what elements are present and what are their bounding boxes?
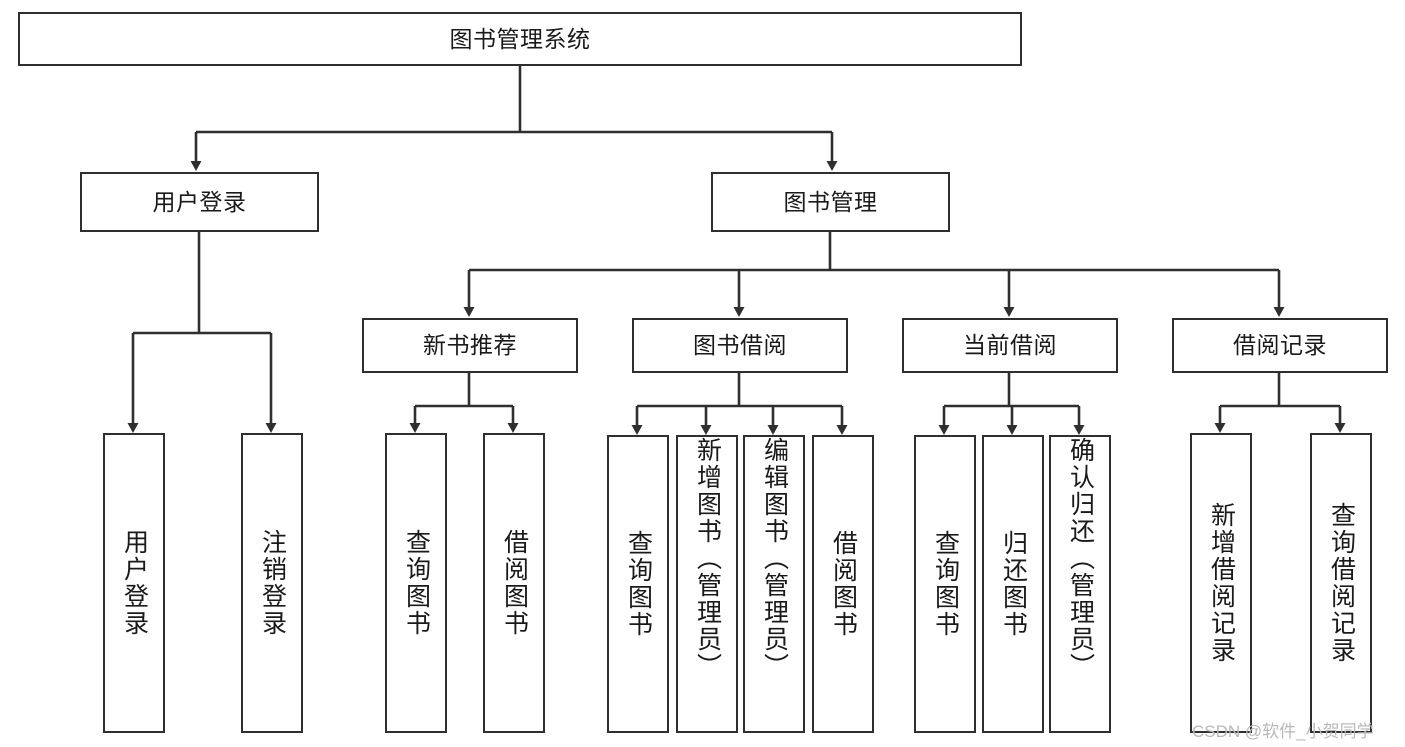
node-root-label: 图书管理系统 (449, 25, 591, 52)
node-new-book-recommend-label: 新书推荐 (423, 332, 517, 358)
leaf-book-borrow-borrow-label: 借阅图书 (829, 530, 858, 638)
node-borrow-record[interactable]: 借阅记录 (1172, 318, 1388, 373)
leaf-new-book-borrow-label: 借阅图书 (500, 529, 529, 637)
leaf-borrow-record-add-label: 新增借阅记录 (1207, 502, 1236, 664)
leaf-book-borrow-query-label: 查询图书 (624, 530, 653, 638)
leaf-book-borrow-add-label: 新增图书（管理员） (693, 437, 722, 680)
leaf-book-borrow-borrow[interactable]: 借阅图书 (812, 435, 874, 733)
node-book-borrow-label: 图书借阅 (693, 332, 787, 358)
node-current-borrow[interactable]: 当前借阅 (902, 318, 1118, 373)
leaf-current-borrow-query[interactable]: 查询图书 (914, 435, 976, 733)
csdn-watermark: CSDN @软件_小贺同学 (1192, 722, 1374, 741)
leaf-new-book-query-label: 查询图书 (402, 529, 431, 637)
leaf-borrow-record-query[interactable]: 查询借阅记录 (1310, 433, 1372, 733)
leaf-user-login-logout[interactable]: 注销登录 (241, 433, 303, 733)
node-book-borrow[interactable]: 图书借阅 (632, 318, 848, 373)
leaf-book-borrow-query[interactable]: 查询图书 (607, 435, 669, 733)
leaf-current-borrow-confirm-label: 确认归还（管理员） (1066, 437, 1095, 680)
leaf-current-borrow-query-label: 查询图书 (931, 530, 960, 638)
leaf-book-borrow-edit[interactable]: 编辑图书（管理员） (743, 435, 805, 733)
leaf-current-borrow-return-label: 归还图书 (999, 530, 1028, 638)
node-book-management-label: 图书管理 (783, 188, 878, 215)
leaf-book-borrow-add[interactable]: 新增图书（管理员） (676, 435, 738, 733)
node-current-borrow-label: 当前借阅 (963, 332, 1057, 358)
node-root[interactable]: 图书管理系统 (18, 12, 1022, 66)
leaf-borrow-record-query-label: 查询借阅记录 (1327, 502, 1356, 664)
leaf-borrow-record-add[interactable]: 新增借阅记录 (1190, 433, 1252, 733)
leaf-new-book-query[interactable]: 查询图书 (385, 433, 447, 733)
node-new-book-recommend[interactable]: 新书推荐 (362, 318, 578, 373)
leaf-book-borrow-edit-label: 编辑图书（管理员） (760, 437, 789, 680)
leaf-user-login-logout-label: 注销登录 (258, 529, 287, 637)
leaf-current-borrow-return[interactable]: 归还图书 (982, 435, 1044, 733)
node-user-login[interactable]: 用户登录 (80, 172, 319, 232)
node-borrow-record-label: 借阅记录 (1233, 332, 1327, 358)
leaf-user-login-login[interactable]: 用户登录 (103, 433, 165, 733)
node-user-login-label: 用户登录 (152, 188, 247, 215)
node-book-management[interactable]: 图书管理 (711, 172, 950, 232)
leaf-user-login-login-label: 用户登录 (120, 529, 149, 637)
leaf-current-borrow-confirm[interactable]: 确认归还（管理员） (1049, 435, 1111, 733)
leaf-new-book-borrow[interactable]: 借阅图书 (483, 433, 545, 733)
